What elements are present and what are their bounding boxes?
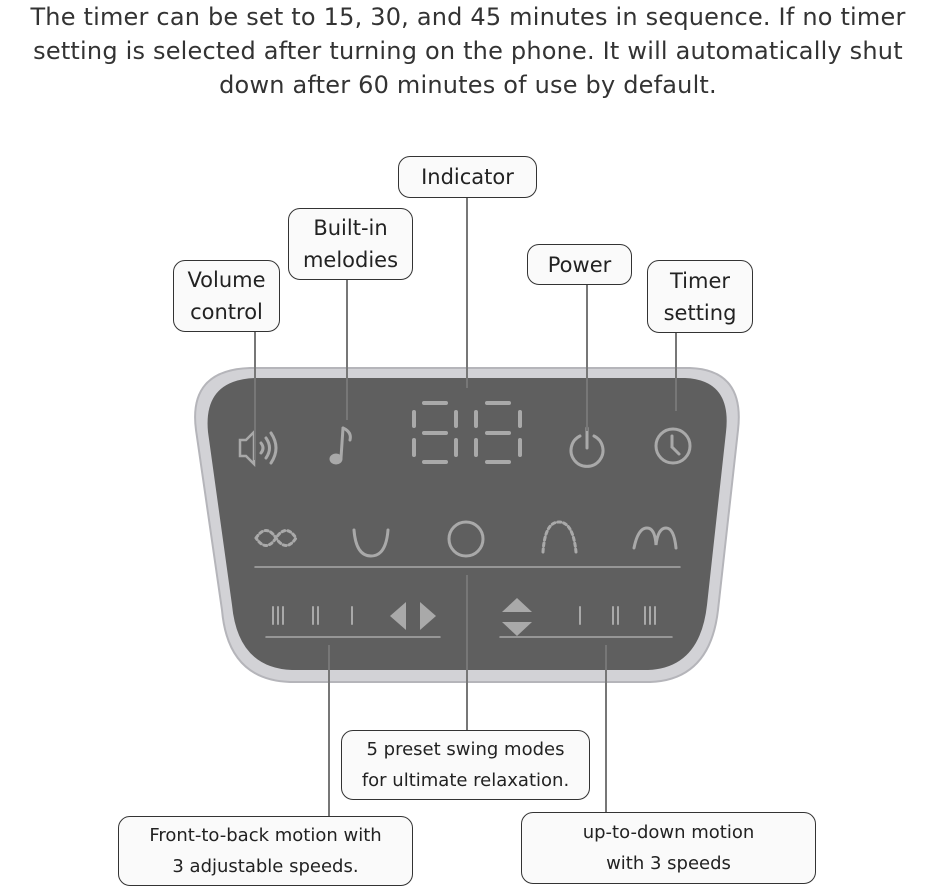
volume-icon: [238, 428, 278, 468]
power-icon: [569, 426, 605, 468]
circle-swing-icon: [447, 520, 485, 558]
callout-front-back: Front-to-back motion with 3 adjustable s…: [118, 816, 413, 886]
callout-melodies: Built-in melodies: [288, 208, 413, 280]
callout-timer: Timer setting: [647, 260, 753, 333]
left-right-arrows-icon: [390, 602, 436, 630]
clock-icon: [654, 427, 692, 465]
front-back-speed-marks: [272, 606, 353, 625]
music-note-icon: [329, 426, 352, 465]
arch-swing-icon: [541, 520, 578, 554]
infinity-swing-icon: [254, 529, 298, 547]
u-swing-icon: [352, 528, 390, 558]
seven-segment-display: [412, 401, 522, 464]
callout-swing-modes: 5 preset swing modes for ultimate relaxa…: [341, 730, 590, 800]
panel-face: [207, 378, 727, 670]
double-arch-swing-icon: [632, 526, 678, 550]
callout-indicator: Indicator: [398, 156, 537, 198]
callout-power: Power: [527, 244, 632, 285]
headline: The timer can be set to 15, 30, and 45 m…: [30, 3, 906, 99]
up-down-speed-marks: [579, 606, 656, 625]
up-down-arrows-icon: [502, 598, 532, 636]
callout-volume: Volume control: [173, 260, 280, 332]
callout-up-down: up-to-down motion with 3 speeds: [521, 812, 816, 884]
